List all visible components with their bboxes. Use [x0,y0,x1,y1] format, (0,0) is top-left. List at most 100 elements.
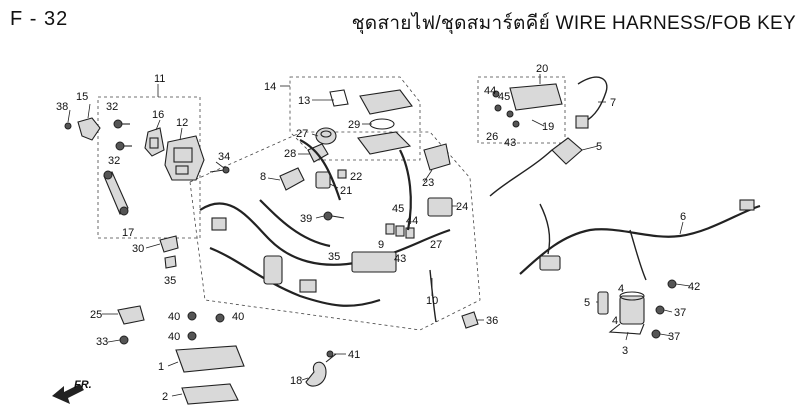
callout-labels: 11 15 38 32 16 12 32 34 17 30 35 14 13 2… [56,63,700,403]
callout-33: 33 [96,336,108,348]
callout-21: 20 [536,63,548,75]
callout-42: 41 [348,349,360,361]
group-box-main-harness [189,131,481,331]
callout-39: 39 [300,213,312,225]
callout-22: 21 [340,185,352,197]
fob-key-part-14 [329,89,413,155]
callout-41: 42 [688,281,700,293]
callout-35-left: 35 [164,275,176,287]
callout-13: 12 [176,117,188,129]
callout-35-center: 35 [328,251,340,263]
unit-part-3 [608,291,645,335]
callout-44-center: 43 [394,253,406,265]
callout-37-a: 37 [674,307,686,319]
callout-18: 17 [122,227,134,239]
bolt-part-37-b [651,329,661,339]
bracket-part-16 [64,117,101,141]
callout-40-b: 40 [232,311,244,323]
callout-1: 1 [158,361,164,373]
callout-10: 9 [378,239,384,251]
callout-45-top: 45 [498,91,510,103]
callout-23: 22 [350,171,362,183]
callout-20: 19 [542,121,554,133]
screw-part-34 [209,166,230,174]
callout-7: 6 [680,211,686,223]
callout-6: 5 [596,141,602,153]
page-code: F - 32 [10,8,69,30]
horn-part-19 [305,353,337,387]
callout-3: 3 [622,345,628,357]
module-part-13 [164,135,205,181]
callout-14: 13 [298,95,310,107]
callout-2: 2 [162,391,168,403]
callout-40-c: 40 [168,331,180,343]
front-direction-arrow-icon [52,384,84,404]
bolt-part-40-c [187,331,197,341]
callout-30: 29 [348,119,360,131]
callout-24: 23 [422,177,434,189]
callout-5: 5 [584,297,590,309]
front-direction-label: FR. [74,379,92,391]
sensor-part-5 [597,291,609,315]
callout-31: 30 [132,243,144,255]
callout-38: 38 [56,101,68,113]
callout-45-center: 45 [392,203,404,215]
sensor-part-22 [315,171,331,189]
callout-40-a: 40 [168,311,180,323]
callout-4-a: 4 [618,283,624,295]
coupler-part-9 [279,167,305,191]
callout-16: 15 [76,91,88,103]
callout-25: 24 [456,201,468,213]
callout-36: 36 [486,315,498,327]
callout-27-top: 26 [486,131,498,143]
callout-43-center: 44 [406,215,418,227]
callout-9: 8 [260,171,266,183]
clip-part-35-left [164,255,177,269]
connector-part-23 [337,169,347,179]
callout-11: 10 [426,295,438,307]
leader-lines [67,74,691,397]
bolt-part-40-b [215,313,225,323]
relays-part-10 [385,223,415,239]
bolt-part-42 [326,350,334,358]
cable-part-8 [575,76,608,129]
bolt-part-39 [323,211,345,221]
callout-32-b: 32 [108,155,120,167]
callout-43-top: 44 [484,85,496,97]
clip-part-31 [159,235,179,253]
callout-19: 18 [290,375,302,387]
bracket-part-24 [423,143,451,171]
callout-28: 27 [296,128,308,140]
connector-part-17 [144,127,165,157]
bolt-part-37-a [655,305,665,315]
group-box-15 [289,76,421,161]
callout-37-b: 37 [668,331,680,343]
bolt-part-32-a [113,119,130,129]
bolt-part-33 [119,335,129,345]
sub-harness-part-7 [519,199,761,281]
callout-32-a: 32 [106,101,118,113]
callout-8: 7 [610,97,616,109]
bolt-part-40-a [187,311,197,321]
main-harness-part-11 [199,139,451,323]
relay-part-25 [427,197,453,217]
bolt-part-32-b [115,141,132,151]
callout-4-b: 4 [612,315,618,327]
bracket-part-26 [117,305,145,325]
knob-part-28 [315,127,337,145]
callout-12: 11 [154,73,165,85]
stud-part-36 [461,311,479,329]
page-title: ชุดสายไฟ/ชุดสมาร์ตคีย์ WIRE HARNESS/FOB … [351,13,796,34]
callout-15: 14 [264,81,276,93]
callout-17: 16 [152,109,164,121]
rod-part-18 [103,170,129,216]
callout-26: 25 [90,309,102,321]
cover-part-2 [181,383,239,405]
box-assembly-part-21 [492,83,563,128]
cover-part-1 [175,345,245,373]
group-box-12 [97,96,201,239]
callout-44-top: 43 [504,137,516,149]
bolt-part-41 [667,279,677,289]
callout-34: 34 [218,151,230,163]
